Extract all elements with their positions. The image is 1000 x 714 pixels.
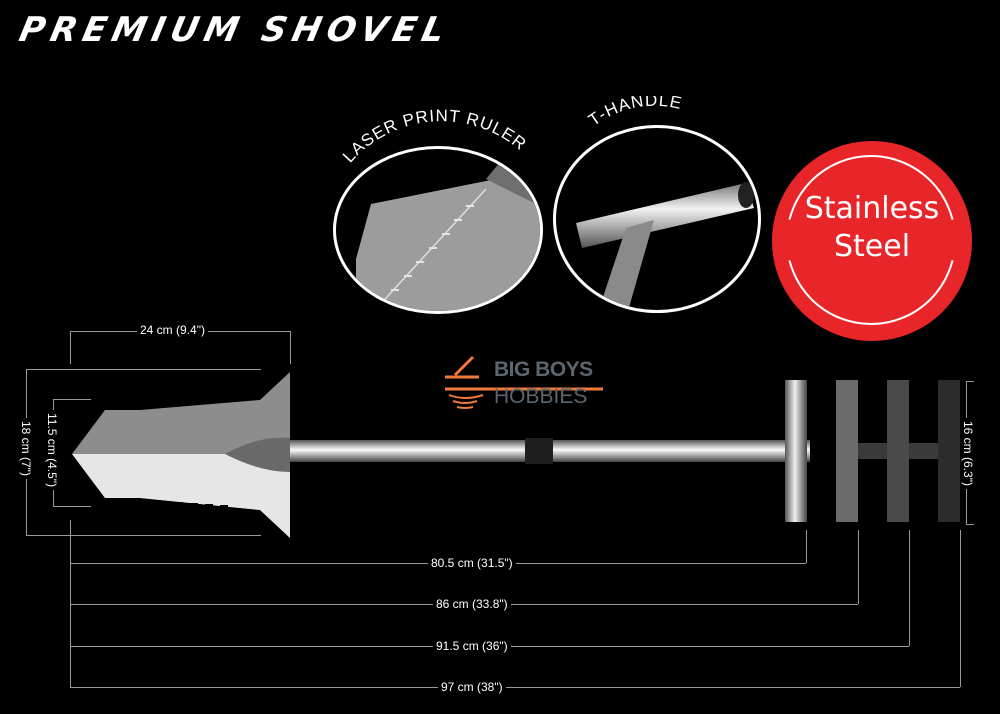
badge-line2: Steel (833, 229, 911, 264)
logo-line1: BIG BOYS (494, 358, 593, 381)
blade-width-label: 24 cm (9.4") (137, 323, 208, 337)
page-title: PREMIUM SHOVEL (15, 10, 455, 50)
badge-line1: Stainless (804, 191, 940, 226)
blade-inner-label: 11.5 cm (4.5") (45, 410, 59, 491)
t-handle-arc-label: T-HANDLE (585, 96, 683, 130)
t-handle-detail-image (553, 125, 761, 313)
logo-line2: HOBBIES (494, 385, 588, 408)
ruler-detail-image (333, 146, 543, 314)
length-label-4: 97 cm (38") (438, 680, 506, 694)
length-label-2: 86 cm (33.8") (433, 597, 511, 611)
shovel-illustration (72, 372, 960, 538)
stainless-steel-badge: Stainless Steel (772, 141, 972, 341)
length-label-3: 91.5 cm (36") (433, 639, 511, 653)
blade-height-label: 18 cm (7") (19, 418, 33, 479)
metal-detector-logo-icon (445, 355, 603, 409)
length-label-1: 80.5 cm (31.5") (428, 556, 516, 570)
handle-width-label: 16 cm (6.3") (961, 418, 975, 489)
